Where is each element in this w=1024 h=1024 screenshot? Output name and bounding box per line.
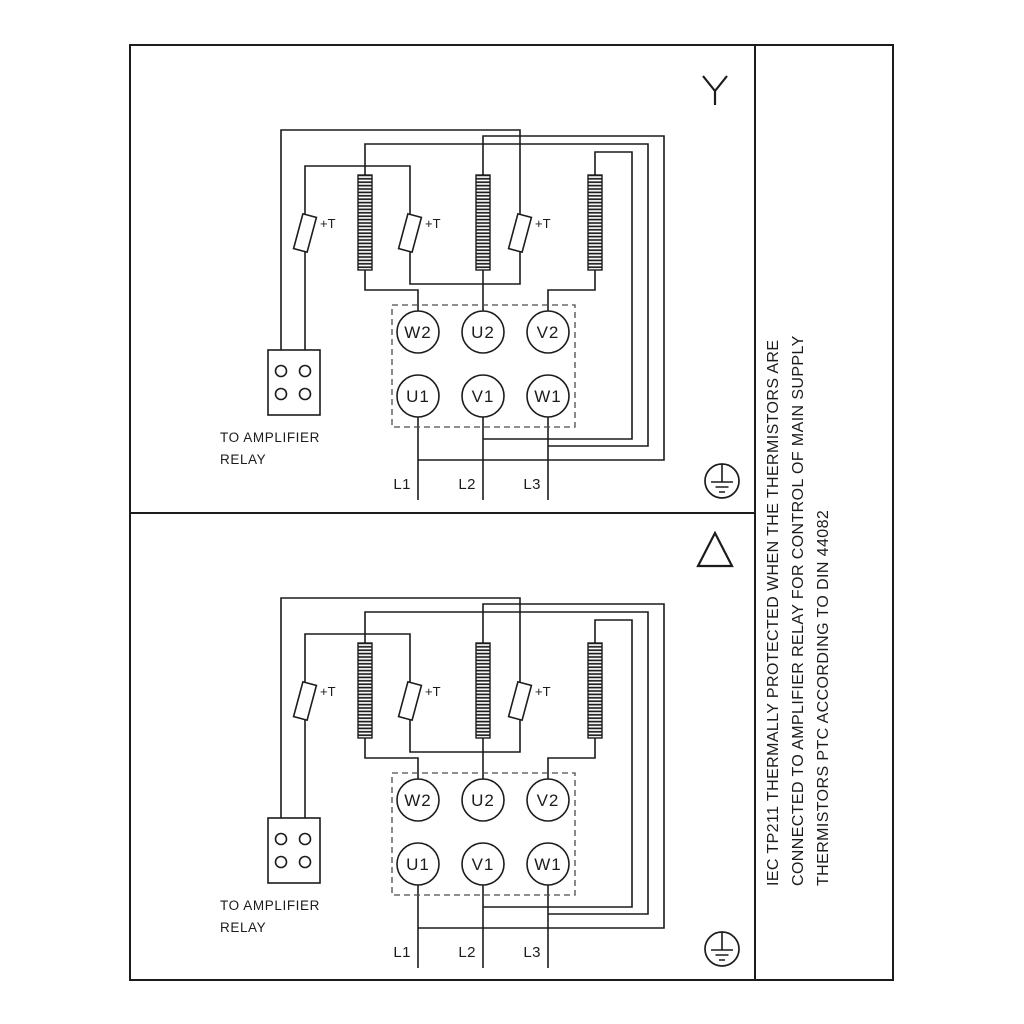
side-note-line1: IEC TP211 THERMALLY PROTECTED WHEN THE T… bbox=[765, 340, 782, 886]
side-note-line2: CONNECTED TO AMPLIFIER RELAY FOR CONTROL… bbox=[790, 335, 807, 886]
motor-winding-2 bbox=[475, 642, 491, 739]
thermistor-3: +T bbox=[507, 680, 551, 722]
side-note-line3: THERMISTORS PTC ACCORDING TO DIN 44082 bbox=[815, 510, 832, 886]
terminal-u2: U2 bbox=[461, 310, 505, 354]
terminal-board bbox=[391, 772, 576, 896]
thermistor-label: +T bbox=[320, 216, 336, 231]
terminal-label: U2 bbox=[471, 323, 495, 342]
thermistor-1: +T bbox=[292, 212, 336, 254]
motor-winding-1 bbox=[357, 174, 373, 271]
thermistor-label: +T bbox=[535, 216, 551, 231]
relay-note-line2: RELAY bbox=[220, 452, 266, 467]
terminal-label: W1 bbox=[534, 855, 562, 874]
relay-note-line2: RELAY bbox=[220, 920, 266, 935]
terminal-label: U2 bbox=[471, 791, 495, 810]
delta-symbol bbox=[696, 530, 734, 568]
terminal-label: V2 bbox=[537, 323, 560, 342]
thermistor-label: +T bbox=[425, 216, 441, 231]
terminal-label: V2 bbox=[537, 791, 560, 810]
thermistor-2: +T bbox=[397, 212, 441, 254]
terminal-label: V1 bbox=[472, 855, 495, 874]
supply-label-l1: L1 bbox=[393, 476, 411, 493]
terminal-label: W2 bbox=[404, 323, 432, 342]
terminal-w1: W1 bbox=[526, 374, 570, 418]
side-note: IEC TP211 THERMALLY PROTECTED WHEN THE T… bbox=[765, 335, 832, 886]
ground-symbol bbox=[704, 463, 740, 499]
star-symbol bbox=[702, 75, 728, 105]
motor-winding-3 bbox=[587, 642, 603, 739]
motor-winding-3 bbox=[587, 174, 603, 271]
terminal-label: U1 bbox=[406, 855, 430, 874]
supply-label-l3: L3 bbox=[523, 944, 541, 961]
supply-label-l2: L2 bbox=[458, 944, 476, 961]
thermistor-label: +T bbox=[535, 684, 551, 699]
terminal-u1: U1 bbox=[396, 374, 440, 418]
wiring-lines bbox=[280, 129, 665, 500]
terminal-u2: U2 bbox=[461, 778, 505, 822]
terminal-label: W2 bbox=[404, 791, 432, 810]
terminal-label: V1 bbox=[472, 387, 495, 406]
terminal-v2: V2 bbox=[526, 310, 570, 354]
thermistor-3: +T bbox=[507, 212, 551, 254]
terminal-w1: W1 bbox=[526, 842, 570, 886]
amplifier-relay-block bbox=[267, 349, 321, 416]
motor-winding-2 bbox=[475, 174, 491, 271]
amplifier-relay-block bbox=[267, 817, 321, 884]
terminal-v2: V2 bbox=[526, 778, 570, 822]
thermistor-label: +T bbox=[425, 684, 441, 699]
supply-label-l3: L3 bbox=[523, 476, 541, 493]
wiring-lines bbox=[280, 597, 665, 968]
wiring-panel-delta: +T +T +T W2 U2 V2 U1 V1 bbox=[220, 530, 740, 968]
terminal-v1: V1 bbox=[461, 842, 505, 886]
terminal-label: U1 bbox=[406, 387, 430, 406]
relay-note-line1: TO AMPLIFIER bbox=[220, 898, 320, 913]
terminal-board bbox=[391, 304, 576, 428]
terminal-u1: U1 bbox=[396, 842, 440, 886]
terminal-v1: V1 bbox=[461, 374, 505, 418]
terminal-w2: W2 bbox=[396, 310, 440, 354]
wiring-panel-star: +T +T +T W2 U2 V2 U1 V1 bbox=[220, 75, 740, 500]
thermistor-1: +T bbox=[292, 680, 336, 722]
supply-label-l2: L2 bbox=[458, 476, 476, 493]
thermistor-2: +T bbox=[397, 680, 441, 722]
terminal-label: W1 bbox=[534, 387, 562, 406]
supply-label-l1: L1 bbox=[393, 944, 411, 961]
thermistor-label: +T bbox=[320, 684, 336, 699]
ground-symbol bbox=[704, 931, 740, 967]
terminal-w2: W2 bbox=[396, 778, 440, 822]
motor-winding-1 bbox=[357, 642, 373, 739]
relay-note-line1: TO AMPLIFIER bbox=[220, 430, 320, 445]
